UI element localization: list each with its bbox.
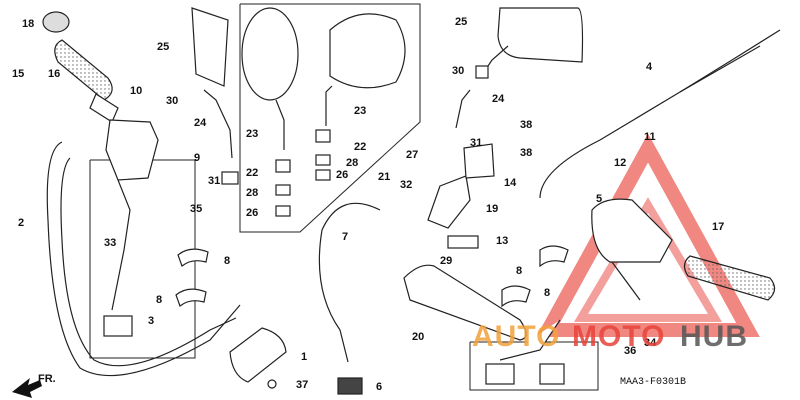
label-27: 27 — [406, 149, 418, 161]
label-37: 37 — [296, 379, 308, 391]
harness-frame — [469, 341, 599, 391]
watermark-text: AUTO MOTO HUB — [472, 320, 748, 353]
label-8b: 8 — [156, 294, 162, 306]
label-8d: 8 — [544, 287, 550, 299]
left-switch-housing — [103, 119, 159, 337]
label-2: 2 — [18, 217, 24, 229]
label-36: 36 — [624, 345, 636, 357]
label-8a: 8 — [224, 255, 230, 267]
label-19: 19 — [486, 203, 498, 215]
label-28a: 28 — [246, 187, 258, 199]
label-23b: 23 — [354, 105, 366, 117]
label-35: 35 — [190, 203, 202, 215]
label-20: 20 — [412, 331, 424, 343]
label-13: 13 — [496, 235, 508, 247]
label-10: 10 — [130, 85, 142, 97]
label-3: 3 — [148, 315, 154, 327]
mirror-group-frame — [239, 3, 421, 233]
watermark-hub: HUB — [680, 320, 748, 353]
front-marker-text: FR. — [38, 373, 56, 385]
label-29: 29 — [440, 255, 452, 267]
label-31a: 31 — [208, 175, 220, 187]
brake-master — [427, 143, 495, 249]
clamps-right — [501, 245, 569, 308]
upper-mirror-right — [455, 7, 584, 129]
label-4: 4 — [646, 61, 653, 73]
switch-group-frame — [89, 159, 196, 359]
label-22a: 22 — [246, 167, 258, 179]
label-7: 7 — [342, 231, 348, 243]
diagram-code: MAA3-F0301B — [620, 377, 686, 388]
label-1: 1 — [301, 351, 307, 363]
label-23a: 23 — [246, 128, 258, 140]
label-14: 14 — [504, 177, 517, 189]
label-12: 12 — [614, 157, 626, 169]
clamps-left — [175, 248, 209, 307]
watermark-auto: AUTO — [472, 320, 560, 353]
label-24a: 24 — [194, 117, 207, 129]
label-6: 6 — [376, 381, 382, 393]
upper-mirror-left — [191, 7, 239, 185]
label-22b: 22 — [354, 141, 366, 153]
watermark-moto: MOTO — [572, 320, 665, 353]
label-17: 17 — [712, 221, 724, 233]
throttle-cable-upper — [539, 29, 781, 199]
label-8c: 8 — [516, 265, 522, 277]
label-33: 33 — [104, 237, 116, 249]
part-labels: 18 15 16 10 9 2 35 33 8 8 3 1 37 25 30 2… — [12, 16, 724, 393]
throttle-cable — [318, 202, 381, 395]
label-18: 18 — [22, 18, 34, 30]
left-mirror — [241, 7, 299, 217]
label-28b: 28 — [346, 157, 358, 169]
label-25a: 25 — [157, 41, 169, 53]
right-switch-housing — [591, 198, 673, 301]
label-25b: 25 — [455, 16, 467, 28]
label-21: 21 — [378, 171, 390, 183]
label-30b: 30 — [452, 65, 464, 77]
label-15: 15 — [12, 68, 24, 80]
label-38a: 38 — [520, 119, 532, 131]
brake-lever — [403, 264, 527, 341]
label-38b: 38 — [520, 147, 532, 159]
label-5: 5 — [596, 193, 602, 205]
label-24b: 24 — [492, 93, 505, 105]
left-grip — [42, 11, 119, 123]
throttle-grip — [683, 255, 776, 301]
label-26b: 26 — [336, 169, 348, 181]
label-32: 32 — [400, 179, 412, 191]
right-mirror — [315, 13, 406, 181]
label-34: 34 — [644, 337, 657, 349]
label-16: 16 — [48, 68, 60, 80]
label-11: 11 — [644, 131, 656, 143]
harness-connectors — [485, 319, 565, 385]
label-30a: 30 — [166, 95, 178, 107]
label-31b: 31 — [470, 137, 482, 149]
switch-cover — [229, 327, 287, 389]
label-9: 9 — [194, 152, 200, 164]
label-26a: 26 — [246, 207, 258, 219]
front-arrow: FR. — [12, 373, 56, 398]
clutch-cables — [46, 141, 241, 377]
